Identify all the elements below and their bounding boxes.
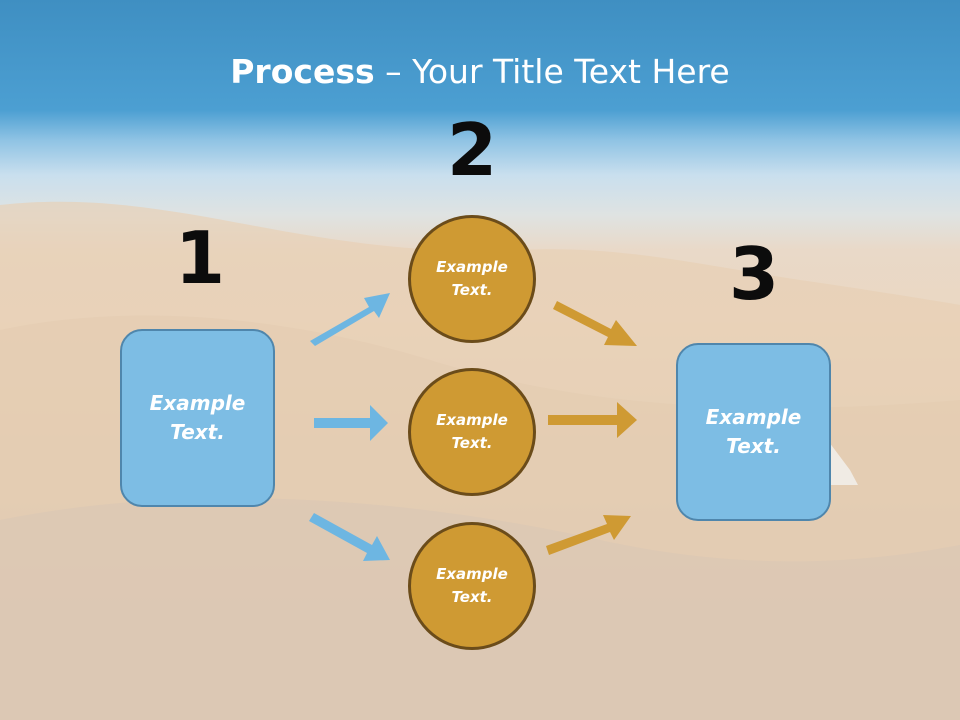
arrow-1-to-2b — [314, 405, 388, 441]
arrow-1-to-2a — [310, 293, 390, 346]
step-3-box: Example Text. — [676, 343, 831, 521]
arrow-2c-to-3 — [546, 515, 631, 555]
step-number-1: 1 — [174, 216, 226, 300]
step-number-2: 2 — [446, 108, 498, 192]
title-rest: – Your Title Text Here — [374, 52, 730, 91]
step-number-3: 3 — [728, 232, 780, 316]
arrow-2b-to-3 — [548, 402, 637, 438]
step-1-box: Example Text. — [120, 329, 275, 507]
slide-title: Process – Your Title Text Here — [0, 52, 960, 91]
title-bold: Process — [230, 52, 375, 91]
arrow-1-to-2c — [309, 513, 390, 561]
step-2-circle-1: Example Text. — [408, 215, 536, 343]
step-2-circle-2: Example Text. — [408, 368, 536, 496]
step-2-circle-3: Example Text. — [408, 522, 536, 650]
arrow-2a-to-3 — [553, 301, 637, 346]
